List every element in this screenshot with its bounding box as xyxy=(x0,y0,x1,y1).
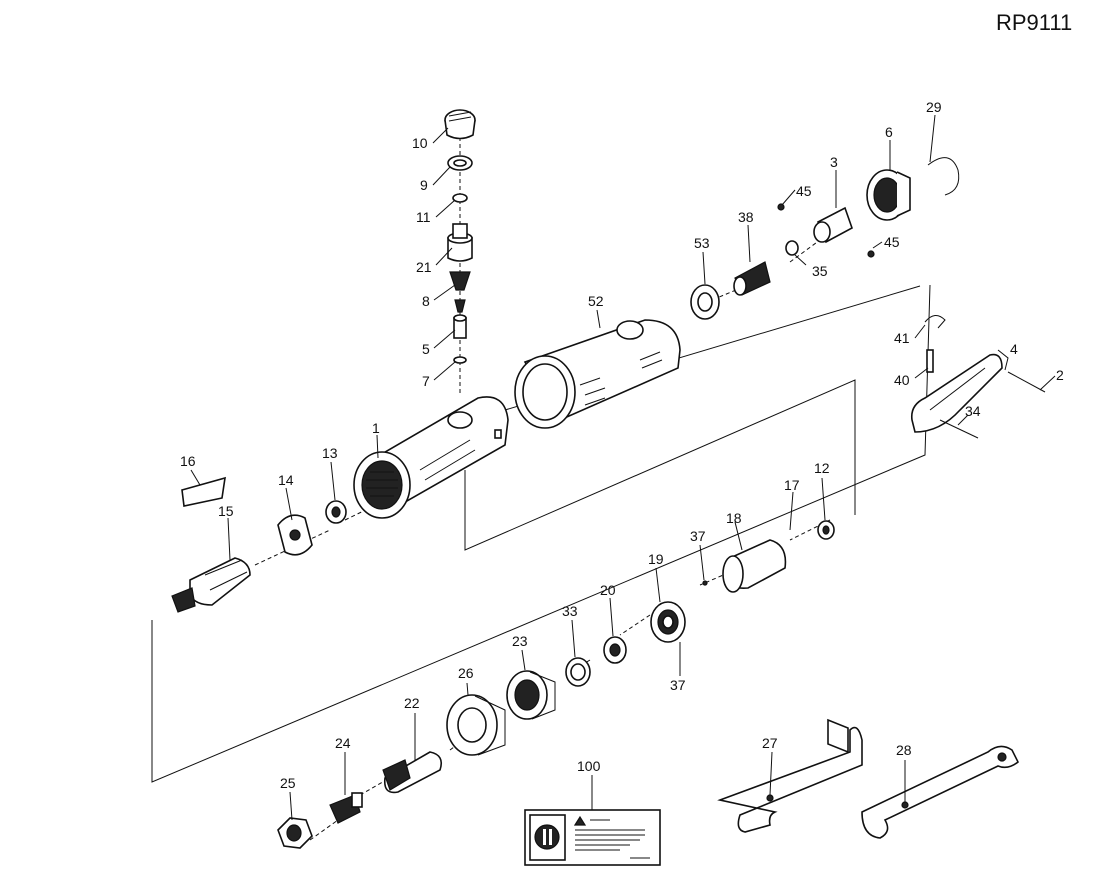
callout-25: 25 xyxy=(280,775,296,791)
part-6-muffler xyxy=(866,169,911,221)
callout-45a: 45 xyxy=(796,183,812,199)
callout-17: 17 xyxy=(784,477,800,493)
callout-15: 15 xyxy=(218,503,234,519)
part-35-washer xyxy=(785,240,799,256)
part-40-pin xyxy=(926,349,934,373)
callout-41: 41 xyxy=(894,330,910,346)
part-34-pin xyxy=(939,419,979,439)
callout-9: 9 xyxy=(420,177,428,193)
part-14-end-plate xyxy=(277,514,313,556)
callout-labels: 10 9 11 21 8 5 7 1 16 14 13 15 52 53 38 … xyxy=(180,99,1064,791)
part-15-rotor xyxy=(171,557,251,613)
callout-53: 53 xyxy=(694,235,710,251)
leader-lines xyxy=(190,114,1056,821)
callout-52: 52 xyxy=(588,293,604,309)
part-11-o-ring xyxy=(452,193,468,203)
part-100-warning-label xyxy=(524,809,661,866)
callout-21: 21 xyxy=(416,259,432,275)
part-25-collet-nut xyxy=(277,817,313,849)
part-2-pin xyxy=(1007,371,1046,393)
part-19-bearing xyxy=(650,601,686,643)
assembly-guide-lines xyxy=(151,130,931,841)
callout-100: 100 xyxy=(577,758,601,774)
part-18-cylinder xyxy=(722,539,787,593)
callout-33: 33 xyxy=(562,603,578,619)
part-1-housing xyxy=(353,396,509,519)
callout-12: 12 xyxy=(814,460,830,476)
callout-10: 10 xyxy=(412,135,428,151)
callout-38: 38 xyxy=(738,209,754,225)
callout-6: 6 xyxy=(885,124,893,140)
part-37a-pin xyxy=(702,580,708,586)
callout-4: 4 xyxy=(1010,341,1018,357)
part-23-ring-gear xyxy=(506,670,556,720)
part-52-motor-housing xyxy=(514,319,681,429)
callout-18: 18 xyxy=(726,510,742,526)
callout-23: 23 xyxy=(512,633,528,649)
callout-37b: 37 xyxy=(670,677,686,693)
callout-34: 34 xyxy=(965,403,981,419)
part-20-bearing xyxy=(603,636,627,664)
callout-5: 5 xyxy=(422,341,430,357)
part-41-clip xyxy=(924,315,946,329)
callout-40: 40 xyxy=(894,372,910,388)
callout-27: 27 xyxy=(762,735,778,751)
callout-13: 13 xyxy=(322,445,338,461)
callout-37a: 37 xyxy=(690,528,706,544)
part-33-washer xyxy=(565,657,591,687)
part-9-washer xyxy=(447,155,473,171)
callout-1: 1 xyxy=(372,420,380,436)
callout-8: 8 xyxy=(422,293,430,309)
callout-19: 19 xyxy=(648,551,664,567)
part-24-collet xyxy=(329,792,363,824)
callout-22: 22 xyxy=(404,695,420,711)
part-5-valve xyxy=(453,314,467,339)
model-number: RP9111 xyxy=(996,10,1073,35)
callout-45b: 45 xyxy=(884,234,900,250)
part-16-blade xyxy=(181,476,226,507)
callout-35: 35 xyxy=(812,263,828,279)
part-53-gasket xyxy=(690,284,720,320)
callout-14: 14 xyxy=(278,472,294,488)
callout-26: 26 xyxy=(458,665,474,681)
part-29-retaining-ring xyxy=(927,157,960,196)
part-10-cap xyxy=(444,109,476,140)
part-7-o-ring xyxy=(453,356,467,364)
part-38-inlet-bushing xyxy=(733,261,771,296)
part-13-bearing xyxy=(325,500,347,524)
part-4-lever xyxy=(910,353,1003,433)
callout-24: 24 xyxy=(335,735,351,751)
part-22-spindle xyxy=(382,751,443,794)
callout-28: 28 xyxy=(896,742,912,758)
callout-20: 20 xyxy=(600,582,616,598)
part-21-valve-body xyxy=(447,223,473,262)
part-27-wrench xyxy=(717,718,863,833)
callout-29: 29 xyxy=(926,99,942,115)
callout-16: 16 xyxy=(180,453,196,469)
callout-11: 11 xyxy=(416,209,431,225)
callout-3: 3 xyxy=(830,154,838,170)
part-26-gear-case xyxy=(446,694,506,756)
callout-2: 2 xyxy=(1056,367,1064,383)
part-12-bearing xyxy=(817,520,835,540)
part-28-wrench xyxy=(861,745,1020,839)
part-3-inlet xyxy=(777,203,875,258)
callout-7: 7 xyxy=(422,373,430,389)
